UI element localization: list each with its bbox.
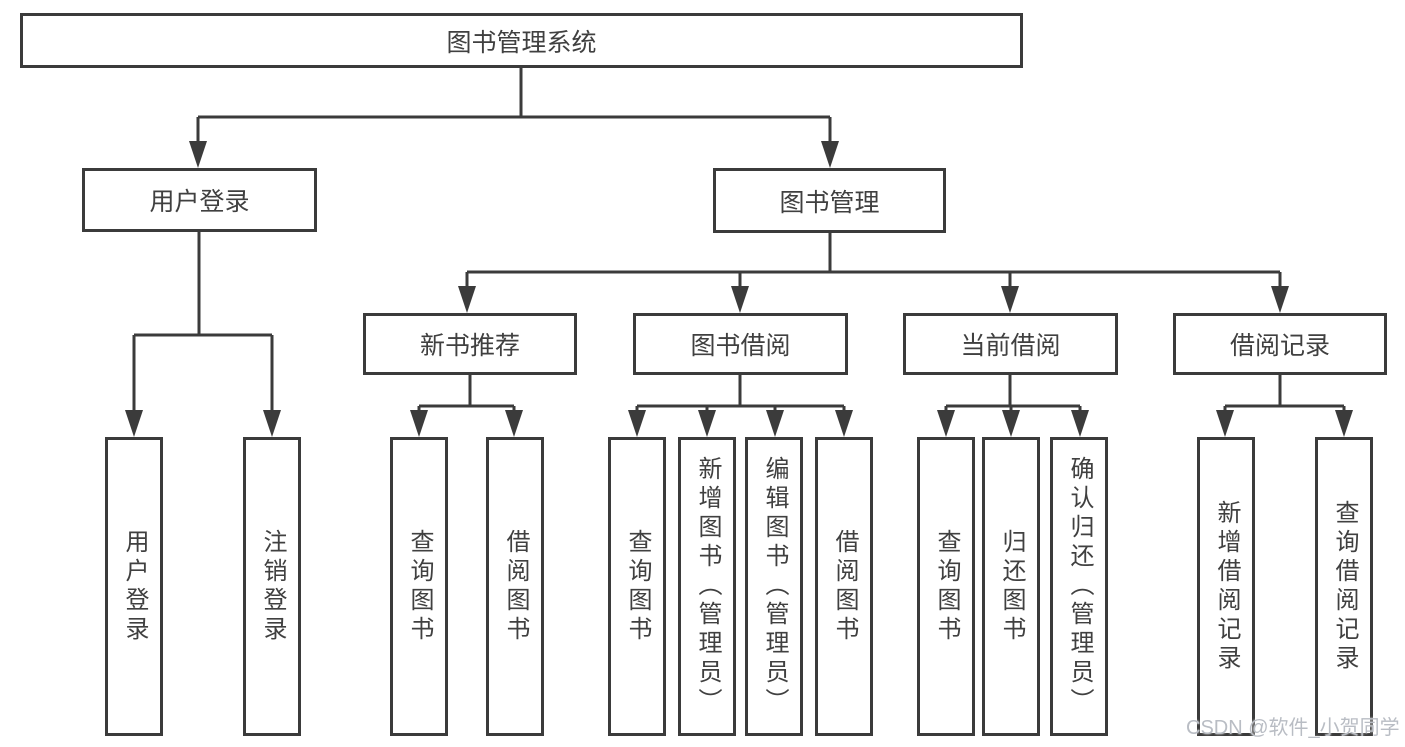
leaf-label: 查询借阅记录 [1331,499,1358,674]
leaf-label: 新增图书（管理员） [694,456,721,717]
node-book-management: 图书管理 [713,168,946,233]
arrowheads [125,141,1353,437]
leaf-label: 查询图书 [406,528,433,645]
leaf-add-borrow-record: 新增借阅记录 [1197,437,1255,736]
leaf-return-books: 归还图书 [982,437,1040,736]
csdn-watermark: CSDN @软件_小贺同学 [1186,717,1400,739]
leaf-label: 用户登录 [121,528,148,645]
leaf-query-books-current: 查询图书 [917,437,975,736]
leaf-label: 查询图书 [624,528,651,645]
leaf-borrow-books-recommend: 借阅图书 [486,437,544,736]
leaf-logout: 注销登录 [243,437,301,736]
leaf-label: 借阅图书 [831,528,858,645]
leaf-borrow-books: 借阅图书 [815,437,873,736]
leaf-confirm-return-admin: 确认归还（管理员） [1050,437,1108,736]
leaf-label: 查询图书 [933,528,960,645]
leaf-user-login: 用户登录 [105,437,163,736]
node-current-borrow: 当前借阅 [903,313,1118,375]
node-user-login: 用户登录 [82,168,317,232]
leaf-query-books-recommend: 查询图书 [390,437,448,736]
leaf-query-books-borrow: 查询图书 [608,437,666,736]
connector-lines [132,68,1346,412]
leaf-query-borrow-record: 查询借阅记录 [1315,437,1373,736]
leaf-label: 注销登录 [259,528,286,645]
node-new-book-recommend: 新书推荐 [363,313,577,375]
leaf-edit-books-admin: 编辑图书（管理员） [745,437,803,736]
node-library-system: 图书管理系统 [20,13,1023,68]
leaf-label: 编辑图书（管理员） [761,456,788,717]
leaf-label: 借阅图书 [502,528,529,645]
node-book-borrow: 图书借阅 [633,313,848,375]
leaf-add-books-admin: 新增图书（管理员） [678,437,736,736]
leaf-label: 归还图书 [998,528,1025,645]
leaf-label: 确认归还（管理员） [1066,456,1093,717]
node-borrow-records: 借阅记录 [1173,313,1387,375]
leaf-label: 新增借阅记录 [1213,499,1240,674]
